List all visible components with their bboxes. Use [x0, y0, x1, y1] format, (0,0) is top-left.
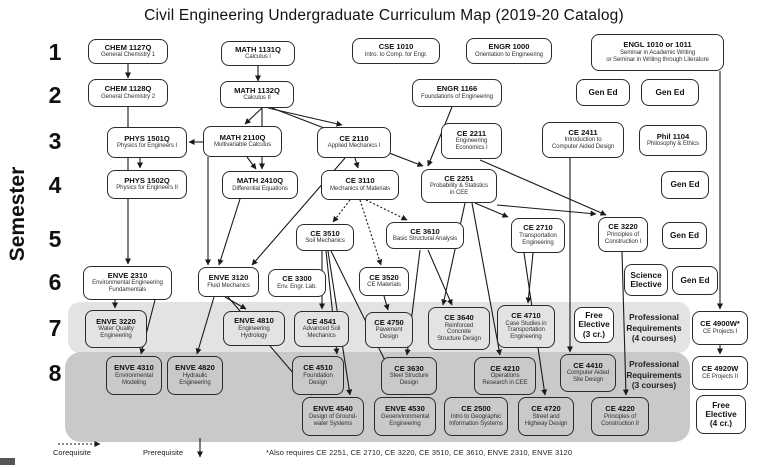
screen-artifact	[0, 458, 15, 465]
page-title: Civil Engineering Undergraduate Curricul…	[144, 7, 624, 24]
course-gened5: Gen Ed	[662, 222, 707, 249]
semester-number-8: 8	[48, 360, 62, 386]
course-gened4: Gen Ed	[661, 171, 709, 199]
semester-number-3: 3	[48, 128, 62, 154]
semester-number-6: 6	[48, 269, 62, 295]
semester-number-5: 5	[48, 226, 62, 252]
course-gened2a: Gen Ed	[576, 79, 630, 106]
course-gened6: Gen Ed	[672, 266, 718, 295]
legend-corequisite-label: Corequisite	[53, 448, 91, 457]
semester-number-2: 2	[48, 82, 62, 108]
semester-number-7: 7	[48, 315, 62, 341]
semester-number-1: 1	[48, 39, 62, 65]
course-ce4900: CE 4900W*CE Projects I	[692, 311, 748, 345]
semester-number-4: 4	[48, 172, 62, 198]
course-gened2b: Gen Ed	[641, 79, 699, 106]
footnote: *Also requires CE 2251, CE 2710, CE 3220…	[266, 448, 573, 457]
legend-prerequisite-label: Prerequisite	[143, 448, 184, 457]
